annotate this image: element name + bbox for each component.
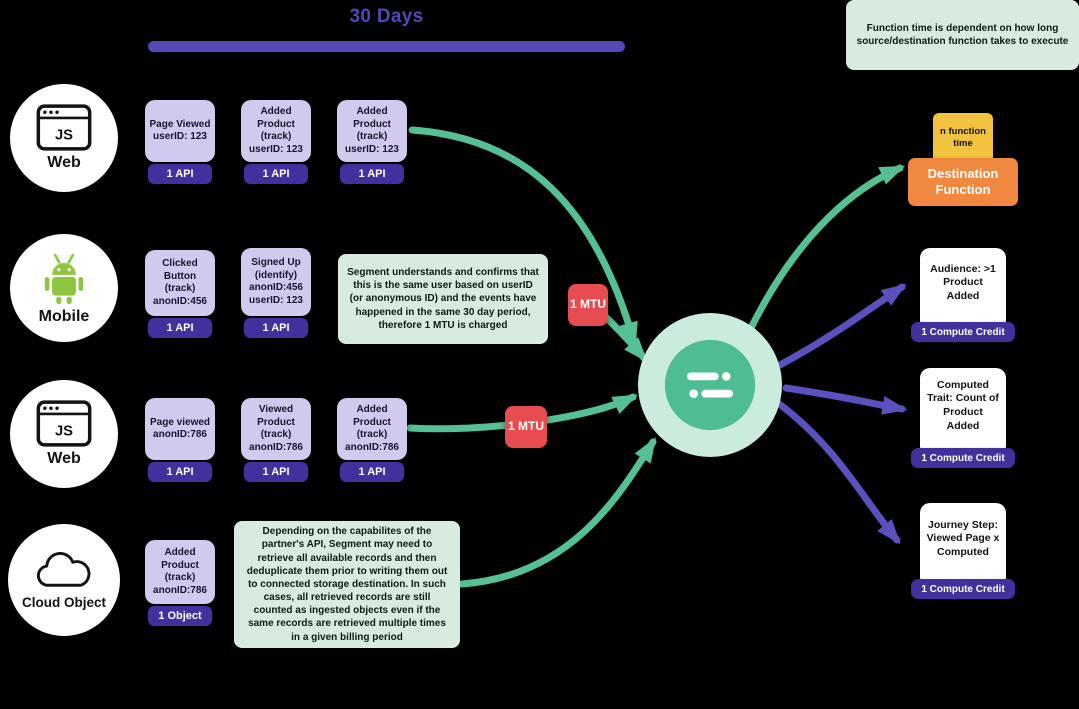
api-badge: 1 API — [340, 164, 404, 184]
segment-hub — [638, 313, 782, 457]
mtu-badge: 1 MTU — [505, 406, 547, 448]
object-explanation-note: Depending on the capabilites of the part… — [234, 521, 460, 648]
source-mobile: Mobile — [10, 234, 118, 342]
arrow-segment-to-computed-trait — [782, 384, 908, 415]
segment-logo — [664, 339, 756, 431]
mtu-badge: 1 MTU — [568, 284, 608, 326]
source-label: Web — [47, 154, 81, 171]
event-card: Added Product (track) anonID:786 — [145, 540, 215, 604]
source-web-1: JS Web — [10, 84, 118, 192]
function-time-box: n function time — [933, 113, 993, 163]
event-card: Added Product (track) anonID:786 — [337, 398, 407, 460]
api-badge: 1 API — [148, 462, 212, 482]
api-badge: 1 API — [148, 164, 212, 184]
destination-function-box: Destination Function — [908, 158, 1018, 206]
compute-credit-badge: 1 Compute Credit — [911, 579, 1015, 599]
source-web-2: JS Web — [10, 380, 118, 488]
api-badge: 1 API — [340, 462, 404, 482]
output-computed-trait-card: Computed Trait: Count of Product Added — [920, 368, 1006, 456]
browser-js-icon: JS — [36, 400, 92, 447]
source-label: Mobile — [38, 307, 90, 325]
event-card: Added Product (track) userID: 123 — [241, 100, 311, 162]
api-badge: 1 API — [244, 462, 308, 482]
browser-js-icon: JS — [36, 104, 92, 151]
arrow-segment-to-audience — [776, 283, 907, 369]
object-badge: 1 Object — [148, 606, 212, 626]
event-card: Page viewed anonID:786 — [145, 398, 215, 460]
mtu-explanation-note: Segment understands and confirms that th… — [338, 254, 548, 344]
event-card: Viewed Product (track) anonID:786 — [241, 398, 311, 460]
source-label: Web — [47, 450, 81, 467]
function-time-note: Function time is dependent on how long s… — [846, 0, 1079, 70]
js-label: JS — [55, 424, 73, 440]
api-badge: 1 API — [244, 164, 308, 184]
event-card: Clicked Button (track) anonID:456 — [145, 250, 215, 316]
page-title: 30 Days — [349, 6, 424, 27]
api-badge: 1 API — [244, 318, 308, 338]
output-journey-step-card: Journey Step: Viewed Page x Computed — [920, 503, 1006, 587]
arrow-web1-to-segment — [408, 126, 638, 348]
source-cloud-object: Cloud Object — [8, 524, 120, 636]
source-label: Cloud Object — [22, 595, 106, 610]
event-card: Page Viewed userID: 123 — [145, 100, 215, 162]
js-label: JS — [55, 128, 73, 144]
compute-credit-badge: 1 Compute Credit — [911, 322, 1015, 342]
arrow-segment-to-destination-function — [746, 164, 906, 334]
arrow-segment-to-journey-step — [774, 399, 901, 545]
compute-credit-badge: 1 Compute Credit — [911, 448, 1015, 468]
output-audience-card: Audience: >1 Product Added — [920, 248, 1006, 330]
android-icon — [44, 253, 84, 304]
thirty-days-bar — [148, 41, 625, 52]
event-card: Signed Up (identify) anonID:456 userID: … — [241, 248, 311, 316]
arrow-cloud-to-segment — [458, 437, 657, 588]
event-card: Added Product (track) userID: 123 — [337, 100, 407, 162]
api-badge: 1 API — [148, 318, 212, 338]
cloud-icon — [36, 551, 91, 587]
